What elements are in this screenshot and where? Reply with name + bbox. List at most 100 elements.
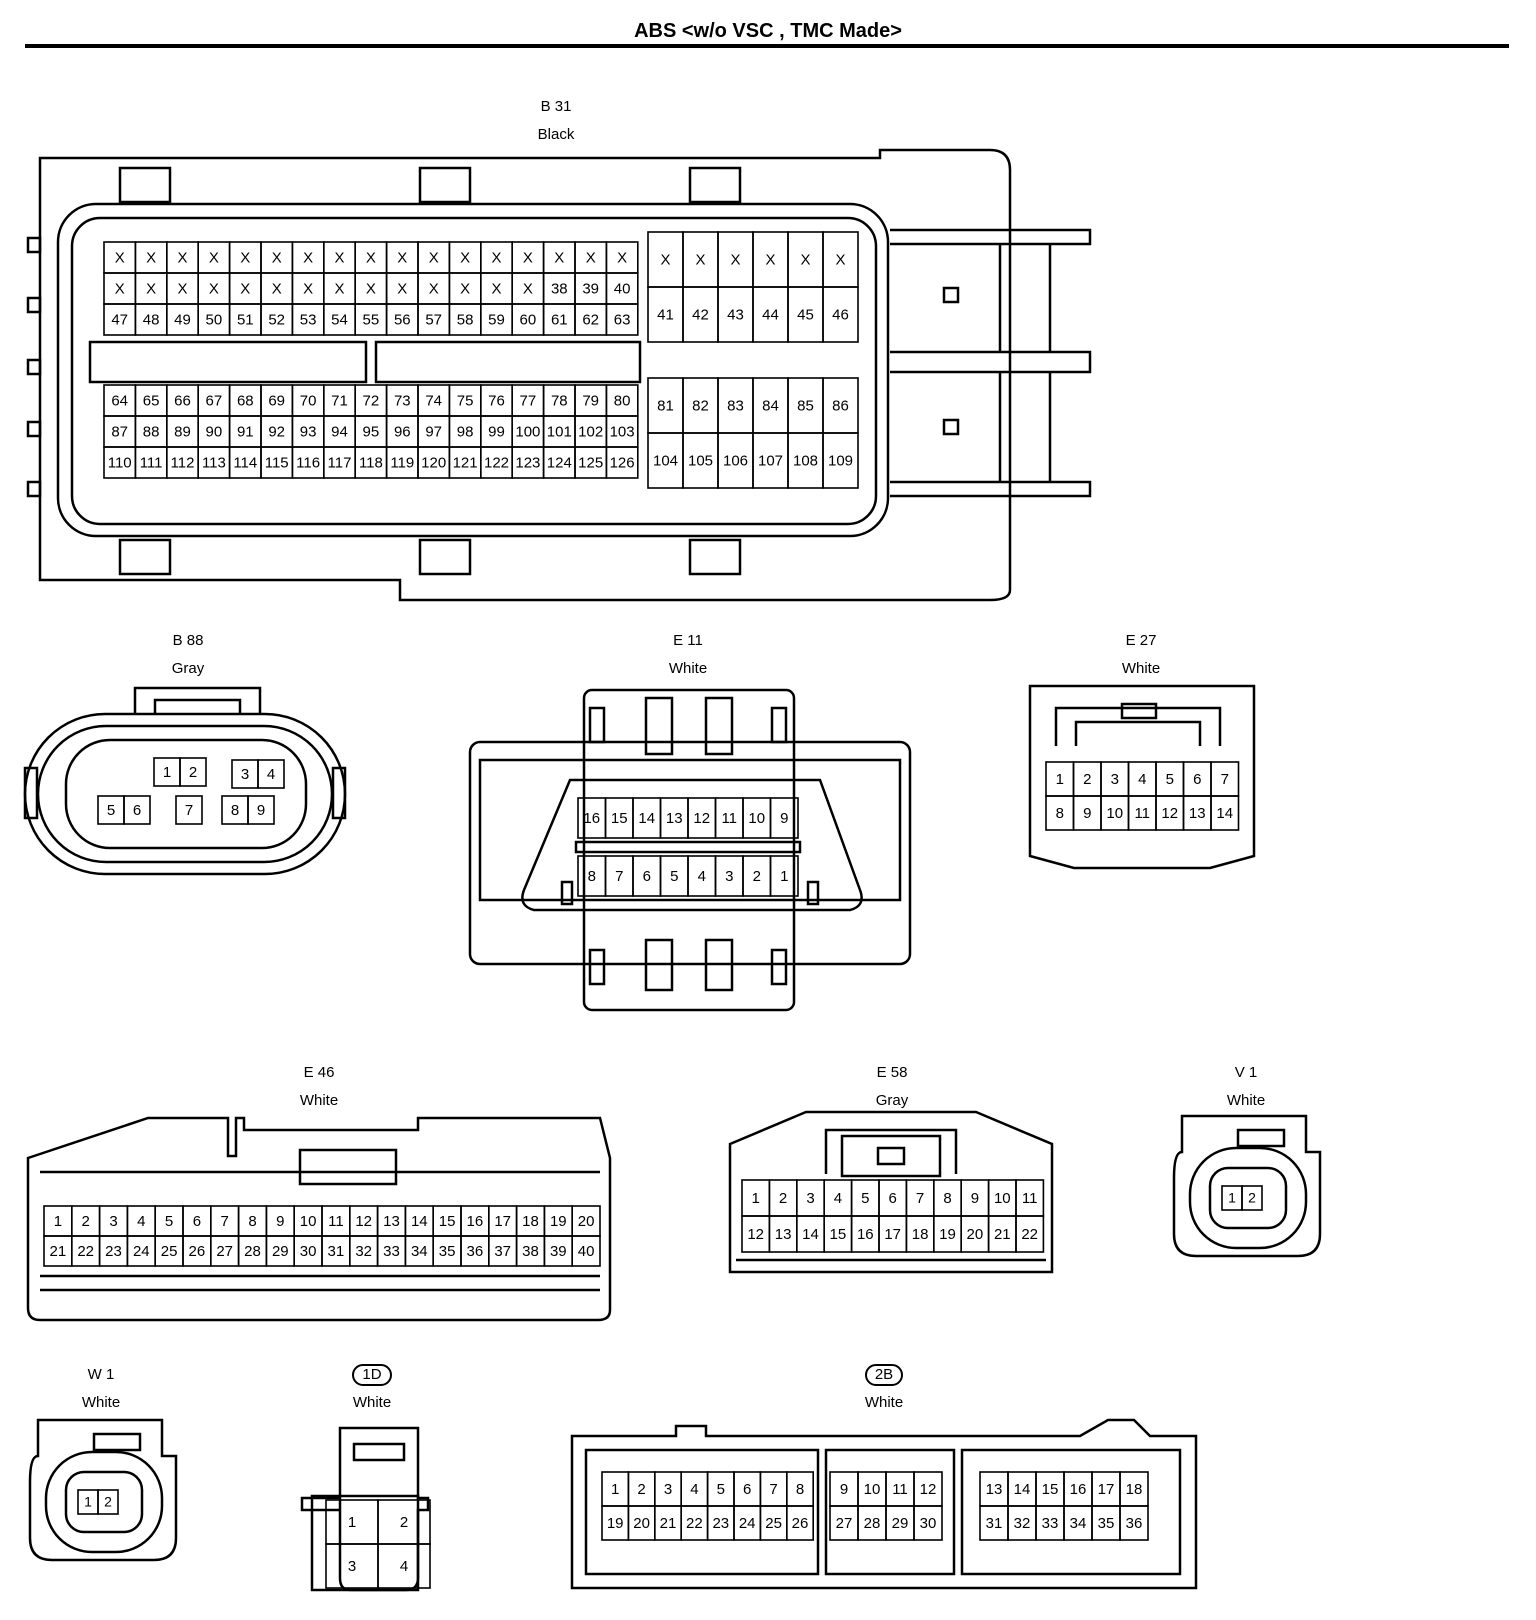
e58-pins-pin-7: 7 [916, 1190, 924, 1207]
b31-right-pin-X: X [730, 251, 740, 268]
b31-left-pin-78: 78 [551, 392, 568, 409]
b31-right-pin-104: 104 [653, 452, 678, 469]
b31-left-pin-73: 73 [394, 392, 411, 409]
b31-left-pin-55: 55 [363, 311, 380, 328]
j2b-pin-26: 26 [792, 1515, 809, 1532]
b31-left-pin-X: X [240, 280, 250, 297]
b31-left-pin-110: 110 [108, 454, 132, 471]
b31-left-pin-119: 119 [390, 454, 414, 471]
e58-pins-pin-11: 11 [1022, 1190, 1038, 1207]
b88-pin-9: 9 [257, 802, 265, 819]
b31-left-pin-95: 95 [363, 423, 380, 440]
b31-left-pin-X: X [491, 280, 501, 297]
e46-pins-pin-27: 27 [216, 1243, 233, 1260]
e27-pins-pin-11: 11 [1134, 805, 1150, 822]
j2b-pin-7: 7 [769, 1481, 777, 1498]
j2b-pin-1: 1 [611, 1481, 619, 1498]
e11-pin-6: 6 [643, 868, 651, 885]
b31-left-pin-121: 121 [453, 454, 478, 471]
b31-left-pin-52: 52 [268, 311, 285, 328]
e46-pins-pin-6: 6 [193, 1213, 201, 1230]
b31-left-pin-120: 120 [421, 454, 446, 471]
connector-color-b88: Gray [171, 660, 205, 677]
j1d-pin-1: 1 [348, 1514, 356, 1531]
b31-right-pin-46-cell [822, 286, 859, 343]
b31-right-pin-108: 108 [793, 452, 818, 469]
j2b-pin-8: 8 [796, 1481, 804, 1498]
e58-pins-pin-21: 21 [994, 1226, 1011, 1243]
b31-right-pin-42: 42 [692, 306, 709, 323]
b31-left-pin-48: 48 [143, 311, 160, 328]
b31-right-pin-X: X [695, 251, 705, 268]
b31-left-pin-116: 116 [296, 454, 320, 471]
b31-left-pin-115: 115 [265, 454, 289, 471]
b31-left-pin-47: 47 [111, 311, 128, 328]
e11-pin-1: 1 [780, 868, 788, 885]
b31-right-pin-44: 44 [762, 306, 779, 323]
e58-pins-pin-14: 14 [802, 1226, 819, 1243]
b88-pin-2-cell [179, 757, 207, 787]
b31-left-pin-124: 124 [547, 454, 572, 471]
junction-oval-2b: 2B [864, 1364, 904, 1386]
b31-left-pin-98: 98 [457, 423, 474, 440]
v1-pins-pin-1: 1 [1228, 1190, 1236, 1206]
b31-left-pin-76: 76 [488, 392, 505, 409]
b31-left-pin-X: X [177, 280, 187, 297]
v1-pins-pin-2-cell [1241, 1185, 1263, 1211]
connector-code-e11: E 11 [673, 632, 703, 649]
e58-pins-pin-3: 3 [806, 1190, 814, 1207]
e46-pins-pin-7: 7 [221, 1213, 229, 1230]
b31-left-pin-58: 58 [457, 311, 474, 328]
b88-pin-7-cell [175, 795, 203, 825]
b31-right-pin-106: 106 [723, 452, 748, 469]
b31-left-pin-68: 68 [237, 392, 254, 409]
e58-pins-pin-5: 5 [861, 1190, 869, 1207]
e27-pins-pin-1: 1 [1056, 771, 1064, 788]
e27-pins-pin-8: 8 [1056, 805, 1064, 822]
e46-pins-pin-9: 9 [276, 1213, 284, 1230]
e11-pin-12: 12 [693, 810, 710, 827]
e58-pins-pin-22: 22 [1021, 1226, 1038, 1243]
b31-right-pin-85: 85 [797, 397, 814, 414]
j2b-pin-9: 9 [840, 1481, 848, 1498]
e58-pins-pin-15: 15 [830, 1226, 847, 1243]
w1-pins-pin-2: 2 [104, 1494, 112, 1510]
e46-pins-pin-32: 32 [355, 1243, 372, 1260]
connector-color-e27: White [1121, 660, 1161, 677]
j2b-pin-3: 3 [664, 1481, 672, 1498]
b31-left-pin-X: X [397, 249, 407, 266]
e46-pins-pin-37: 37 [494, 1243, 511, 1260]
j2b-pin-26-cell [785, 1505, 814, 1541]
b31-right-pin-45: 45 [797, 306, 814, 323]
b31-left-pin-38: 38 [551, 280, 568, 297]
j2b-pin-10: 10 [864, 1481, 881, 1498]
e46-pins-pin-33: 33 [383, 1243, 400, 1260]
b31-left-pin-X: X [146, 249, 156, 266]
v1-pins-pin-2: 2 [1248, 1190, 1256, 1206]
e11-pin-1-cell [769, 855, 799, 897]
connector-code-e46: E 46 [303, 1064, 335, 1081]
b31-left-pin-X: X [303, 280, 313, 297]
connector-code-2b: 2B [804, 1364, 964, 1386]
b31-left-pin-97: 97 [425, 423, 442, 440]
j2b-pin-17: 17 [1098, 1481, 1115, 1498]
b31-left-pin-67: 67 [206, 392, 223, 409]
e27-pins-pin-12: 12 [1161, 805, 1178, 822]
e58-pins-pin-10: 10 [994, 1190, 1011, 1207]
b31-left-pin-77: 77 [520, 392, 537, 409]
e46-pins-pin-31: 31 [328, 1243, 345, 1260]
b31-left-pin-117: 117 [328, 454, 352, 471]
e46-pins-pin-12: 12 [355, 1213, 372, 1230]
e11-pin-15: 15 [611, 810, 628, 827]
b31-left-pin-57: 57 [425, 311, 442, 328]
e46-pins-pin-16: 16 [467, 1213, 484, 1230]
e46-pins-pin-14: 14 [411, 1213, 428, 1230]
b88-pin-6-cell [123, 795, 151, 825]
e46-pins-pin-13: 13 [383, 1213, 400, 1230]
j2b-pin-21: 21 [660, 1515, 677, 1532]
